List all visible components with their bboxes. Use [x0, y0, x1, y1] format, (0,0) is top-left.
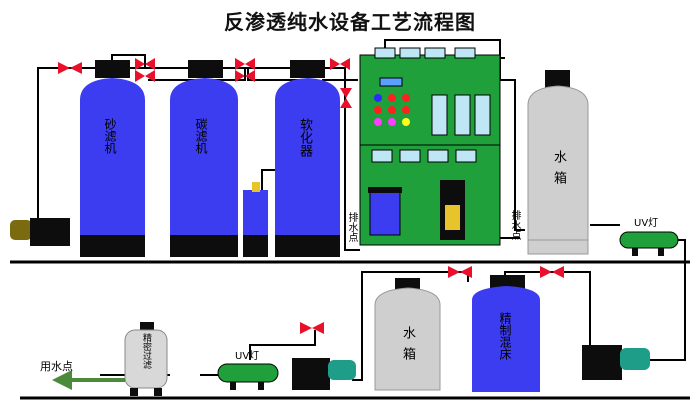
uv-lamp-top [619, 231, 679, 256]
brine-tank [243, 182, 268, 257]
precision-filter-tank [124, 322, 168, 396]
uv-lamp-bottom [217, 363, 279, 390]
diagram-title: 反渗透纯水设备工艺流程图 [224, 10, 476, 34]
label-water-tank-bottom: 水箱 [400, 326, 415, 368]
label-uv-lamp-top: UV灯 [634, 218, 659, 229]
water-tank-top [527, 70, 589, 255]
pump-bottom-right [582, 345, 650, 380]
label-sand-filter: 砂滤机 [103, 118, 117, 154]
label-drain-1: 排水点 [346, 212, 357, 242]
sand-filter-tank [80, 60, 145, 257]
ro-unit [359, 47, 501, 246]
lift-pump-top [10, 218, 70, 246]
label-drain-2: 排水点 [509, 210, 520, 240]
carbon-filter-tank [170, 60, 238, 257]
water-tank-bottom [374, 278, 441, 391]
label-water-tank-top: 水箱 [551, 150, 566, 192]
pump-bottom-mid [292, 358, 356, 390]
valves [58, 58, 564, 334]
label-softener: 软化器 [297, 118, 312, 157]
label-precision-filter: 精密过滤 [141, 333, 151, 369]
label-use-point: 用水点 [40, 360, 73, 373]
label-mixed-bed: 精制混床 [498, 312, 512, 360]
label-uv-lamp-bottom: UV灯 [235, 351, 260, 362]
softener-tank [275, 60, 340, 257]
mixed-bed-tank [472, 275, 540, 392]
use-point-arrow [52, 370, 125, 390]
label-carbon-filter: 碳滤机 [194, 118, 208, 154]
